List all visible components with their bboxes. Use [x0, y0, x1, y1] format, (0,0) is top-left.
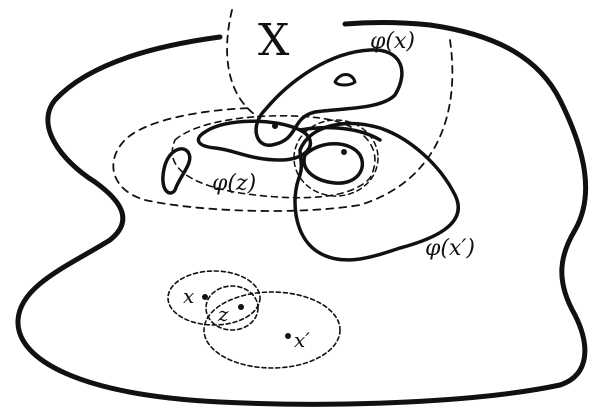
- shape-phi-z: [196, 119, 313, 162]
- label-point-z: z: [217, 302, 229, 326]
- point-phi-x-prime: [341, 149, 347, 155]
- shape-phi-z-blob: [161, 147, 192, 195]
- shape-phi-x: [254, 48, 404, 147]
- point-x: [202, 294, 208, 300]
- label-phi-z: φ(z): [212, 171, 256, 196]
- neighborhood-x: [167, 270, 261, 326]
- shape-phi-x-prime-inner: [302, 142, 365, 185]
- point-z: [238, 304, 244, 310]
- neighborhood-x-prime: [203, 291, 341, 369]
- shape-phi-x-hole: [333, 73, 357, 87]
- space-boundary: [15, 20, 589, 407]
- point-x-prime: [285, 333, 291, 339]
- neighborhood-z: [205, 285, 259, 331]
- space-label: X: [258, 15, 290, 66]
- point-phi-x: [272, 123, 278, 129]
- label-phi-x-prime: φ(x′): [425, 236, 475, 261]
- shape-phi-x-prime: [293, 121, 460, 262]
- label-phi-x: φ(x): [370, 29, 415, 54]
- label-point-x-prime: x′: [294, 328, 310, 352]
- shape-phi-z-tail: [298, 125, 382, 142]
- label-point-x: x: [183, 284, 194, 308]
- dashed-region-outer: [112, 9, 454, 212]
